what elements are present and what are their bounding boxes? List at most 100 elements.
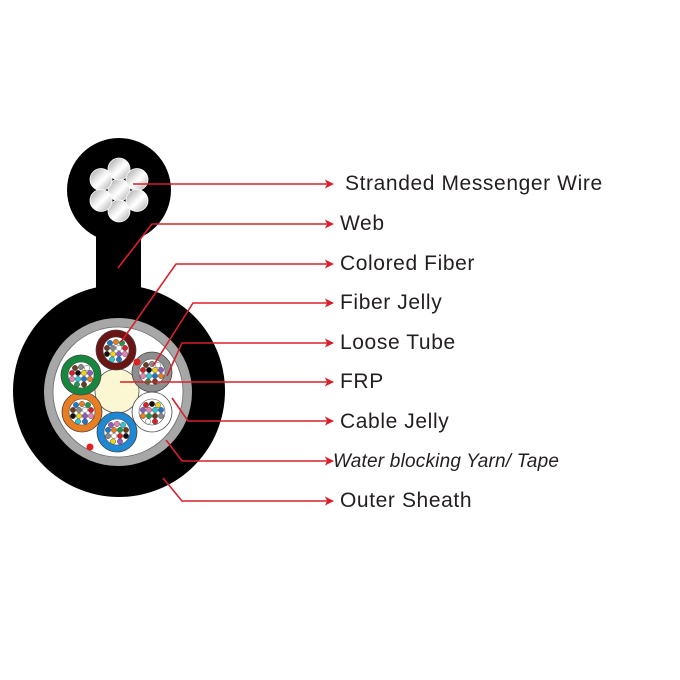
colored-fiber [140,407,146,413]
colored-fiber [105,427,111,433]
colored-fiber [146,407,152,413]
colored-fiber [146,367,152,373]
colored-fiber [78,364,84,370]
leader-fiber-jelly [152,298,334,367]
colored-fiber [104,345,110,351]
gray-tube [131,351,173,393]
label-frp: FRP [340,370,384,393]
colored-fiber [82,418,88,425]
colored-fiber [107,340,113,346]
colored-fiber [117,433,123,439]
marker-dot [133,358,141,366]
colored-fiber [70,413,76,419]
colored-fiber [82,413,88,419]
label-web: Web [340,212,385,235]
label-loose-tube: Loose Tube [340,331,456,354]
colored-fiber [111,433,117,439]
colored-fiber [152,413,158,419]
colored-fiber [81,370,87,376]
leader-colored-fiber [120,259,334,343]
colored-fiber [81,376,87,382]
colored-fiber [104,351,110,357]
colored-fiber [113,339,119,345]
colored-fiber [116,356,122,363]
leader-cable-jelly [171,397,334,426]
colored-fiber [108,422,114,428]
leader-lines [117,179,334,506]
colored-fiber [140,373,146,379]
colored-fiber [76,407,82,413]
colored-fiber [84,365,90,371]
label-colored-fiber: Colored Fiber [340,252,476,275]
colored-fiber [110,438,116,445]
colored-fiber [145,418,151,425]
stranded-messenger-wire [89,157,149,223]
colored-fiber [122,351,128,357]
leader-water-blocking [165,439,334,466]
colored-fiber [140,413,146,419]
colored-fiber [140,367,146,373]
colored-fiber [70,407,76,413]
colored-fiber [158,407,164,413]
colored-fiber [110,351,116,357]
colored-fiber [79,401,85,407]
colored-fiber [110,345,116,351]
colored-fiber [88,413,94,419]
green-tube [60,354,102,396]
colored-fiber [85,402,91,408]
orange-tube [61,391,103,433]
colored-fiber [149,401,155,407]
colored-fiber [105,433,111,439]
label-stranded-messenger-wire: Stranded Messenger Wire [345,172,603,195]
colored-fiber [111,427,117,433]
marker-dot [86,443,94,451]
colored-fiber [152,373,158,379]
colored-fiber [117,427,123,433]
colored-fiber [158,413,164,419]
white-tube [131,391,173,433]
colored-fiber [116,351,122,357]
colored-fiber [122,345,128,351]
colored-fiber [158,373,164,379]
colored-fiber [72,365,78,371]
colored-fiber [146,413,152,419]
leader-web [117,219,334,269]
colored-fiber [123,433,129,439]
colored-fiber [143,362,149,368]
colored-fiber [155,402,161,408]
colored-fiber [87,370,93,376]
loose-tubes [60,329,173,453]
colored-fiber [152,367,158,373]
colored-fiber [88,407,94,413]
colored-fiber [74,381,80,388]
colored-fiber [114,421,120,427]
colored-fiber [69,370,75,376]
colored-fiber [152,407,158,413]
colored-fiber [152,418,158,425]
colored-fiber [81,381,87,388]
colored-fiber [116,345,122,351]
colored-fiber [117,438,123,445]
leader-loose-tube [166,338,334,377]
colored-fiber [120,422,126,428]
colored-fiber [109,356,115,363]
colored-fiber [76,413,82,419]
colored-fiber [75,370,81,376]
colored-fiber [143,402,149,408]
colored-fiber [87,376,93,382]
label-water-blocking-yarn-tape: Water blocking Yarn/ Tape [333,451,560,472]
colored-fiber [75,418,81,425]
blue-tube [96,411,138,453]
colored-fiber [69,376,75,382]
colored-fiber [75,376,81,382]
colored-fiber [82,407,88,413]
leader-outer-sheath [162,477,334,506]
brown-tube [95,329,137,371]
colored-fiber [155,362,161,368]
label-cable-jelly: Cable Jelly [340,410,450,433]
colored-fiber [123,427,129,433]
label-outer-sheath: Outer Sheath [340,489,473,512]
colored-fiber [158,367,164,373]
label-fiber-jelly: Fiber Jelly [340,291,443,314]
